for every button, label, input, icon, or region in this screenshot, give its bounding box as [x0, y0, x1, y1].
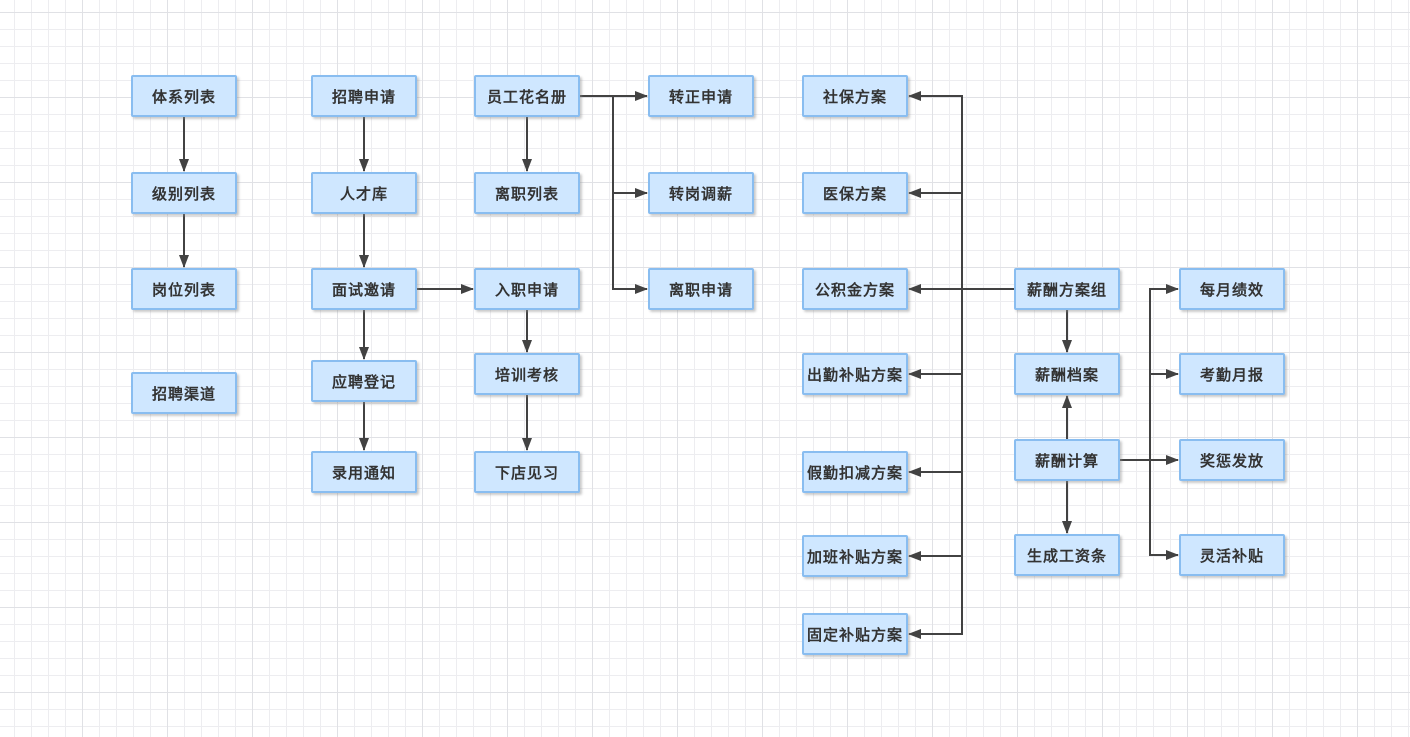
node-label: 离职申请 — [668, 281, 733, 299]
node-label: 离职列表 — [494, 185, 559, 203]
node-system-list[interactable]: 体系列表 — [131, 75, 237, 117]
node-label: 应聘登记 — [331, 373, 396, 391]
node-overtime-subsidy-plan[interactable]: 加班补贴方案 — [802, 535, 908, 577]
node-transfer-salary-adjust[interactable]: 转岗调薪 — [648, 172, 754, 214]
node-label: 医保方案 — [822, 185, 887, 203]
node-label: 员工花名册 — [486, 88, 567, 106]
node-resign-apply[interactable]: 离职申请 — [648, 268, 754, 310]
node-label: 社保方案 — [822, 88, 887, 106]
node-resign-list[interactable]: 离职列表 — [474, 172, 580, 214]
node-label: 薪酬计算 — [1034, 452, 1099, 470]
node-label: 体系列表 — [151, 88, 216, 106]
node-apply-register[interactable]: 应聘登记 — [311, 360, 417, 402]
edge-salary-plan-group-to-fixed-subsidy-plan[interactable] — [908, 288, 1014, 639]
node-level-list[interactable]: 级别列表 — [131, 172, 237, 214]
node-salary-plan-group[interactable]: 薪酬方案组 — [1014, 268, 1120, 310]
node-attendance-subsidy-plan[interactable]: 出勤补贴方案 — [802, 353, 908, 395]
node-social-insurance-plan[interactable]: 社保方案 — [802, 75, 908, 117]
edge-salary-calc-to-flexible-subsidy[interactable] — [1120, 459, 1179, 560]
node-position-list[interactable]: 岗位列表 — [131, 268, 237, 310]
node-label: 入职申请 — [494, 281, 559, 299]
node-recruit-channel[interactable]: 招聘渠道 — [131, 372, 237, 414]
node-label: 奖惩发放 — [1199, 452, 1264, 470]
node-label: 招聘渠道 — [151, 385, 216, 403]
node-store-probation[interactable]: 下店见习 — [474, 451, 580, 493]
node-offer-notice[interactable]: 录用通知 — [311, 451, 417, 493]
node-flexible-subsidy[interactable]: 灵活补贴 — [1179, 534, 1285, 576]
node-label: 招聘申请 — [331, 88, 396, 106]
node-label: 岗位列表 — [151, 281, 216, 299]
node-employee-roster[interactable]: 员工花名册 — [474, 75, 580, 117]
node-label: 固定补贴方案 — [806, 626, 903, 644]
node-leave-deduction-plan[interactable]: 假勤扣减方案 — [802, 451, 908, 493]
edge-salary-plan-group-to-medical-insurance-plan[interactable] — [908, 188, 1014, 290]
node-recruit-apply[interactable]: 招聘申请 — [311, 75, 417, 117]
node-housing-fund-plan[interactable]: 公积金方案 — [802, 268, 908, 310]
node-label: 录用通知 — [331, 464, 396, 482]
node-label: 级别列表 — [151, 185, 216, 203]
node-salary-archive[interactable]: 薪酬档案 — [1014, 353, 1120, 395]
node-label: 灵活补贴 — [1199, 547, 1264, 565]
node-label: 假勤扣减方案 — [806, 464, 903, 482]
node-label: 加班补贴方案 — [806, 548, 903, 566]
node-label: 培训考核 — [494, 366, 559, 384]
node-interview-invite[interactable]: 面试邀请 — [311, 268, 417, 310]
node-label: 出勤补贴方案 — [806, 366, 903, 384]
edge-salary-calc-to-attendance-monthly-report[interactable] — [1120, 369, 1179, 461]
node-label: 薪酬方案组 — [1026, 281, 1107, 299]
node-onboard-apply[interactable]: 入职申请 — [474, 268, 580, 310]
edge-employee-roster-to-resign-apply[interactable] — [580, 95, 648, 294]
node-payslip-generate[interactable]: 生成工资条 — [1014, 534, 1120, 576]
node-label: 转岗调薪 — [668, 185, 733, 203]
node-label: 生成工资条 — [1026, 547, 1107, 565]
node-fixed-subsidy-plan[interactable]: 固定补贴方案 — [802, 613, 908, 655]
node-monthly-performance[interactable]: 每月绩效 — [1179, 268, 1285, 310]
node-label: 下店见习 — [494, 464, 559, 482]
node-label: 面试邀请 — [331, 281, 396, 299]
node-label: 薪酬档案 — [1034, 366, 1099, 384]
node-label: 公积金方案 — [814, 281, 895, 299]
node-label: 转正申请 — [668, 88, 733, 106]
node-reward-punish-issue[interactable]: 奖惩发放 — [1179, 439, 1285, 481]
node-talent-pool[interactable]: 人才库 — [311, 172, 417, 214]
node-salary-calc[interactable]: 薪酬计算 — [1014, 439, 1120, 481]
node-label: 每月绩效 — [1199, 281, 1264, 299]
node-medical-insurance-plan[interactable]: 医保方案 — [802, 172, 908, 214]
node-training-assess[interactable]: 培训考核 — [474, 353, 580, 395]
node-label: 考勤月报 — [1199, 366, 1264, 384]
node-label: 人才库 — [339, 185, 388, 203]
node-regularization-apply[interactable]: 转正申请 — [648, 75, 754, 117]
node-attendance-monthly-report[interactable]: 考勤月报 — [1179, 353, 1285, 395]
